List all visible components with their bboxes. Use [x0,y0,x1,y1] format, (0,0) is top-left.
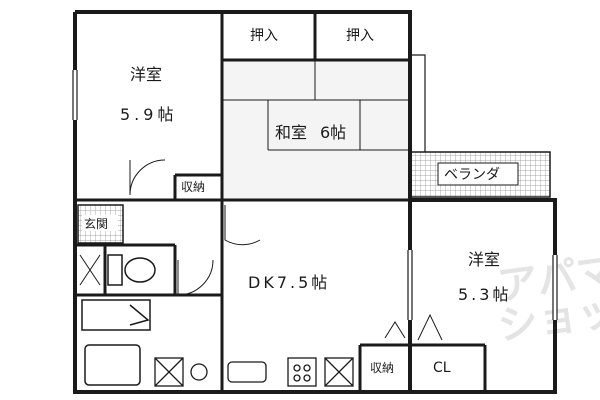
label-balcony: ベランダ [444,167,500,183]
label-oshiire-left: 押入 [250,28,278,44]
label-western-room-nw-size: 5.9帖 [120,105,177,124]
label-shuno-top: 収納 [181,180,205,194]
label-japanese-room: 和室 [275,123,307,142]
label-closet: CL [433,360,451,376]
label-genkan: 玄関 [84,216,108,231]
door-swing-icon [79,159,261,296]
label-western-room-se: 洋室 [468,250,500,269]
interior-walls [75,12,487,392]
label-western-room-se-size: 5.3帖 [458,285,511,304]
label-oshiire-right: 押入 [346,28,374,44]
toilet-icon [107,254,156,286]
window-marks [72,70,558,320]
bathtub-icon [81,299,151,386]
label-western-room-nw: 洋室 [130,65,162,84]
label-shuno-bottom: 収納 [370,361,394,375]
kitchen-counter-icon [154,357,354,387]
label-dk: DK7.5帖 [248,273,330,292]
closet-door-icon [384,313,443,341]
label-japanese-room-size: 6帖 [320,123,346,142]
japanese-room [222,60,410,200]
balcony [409,151,551,198]
